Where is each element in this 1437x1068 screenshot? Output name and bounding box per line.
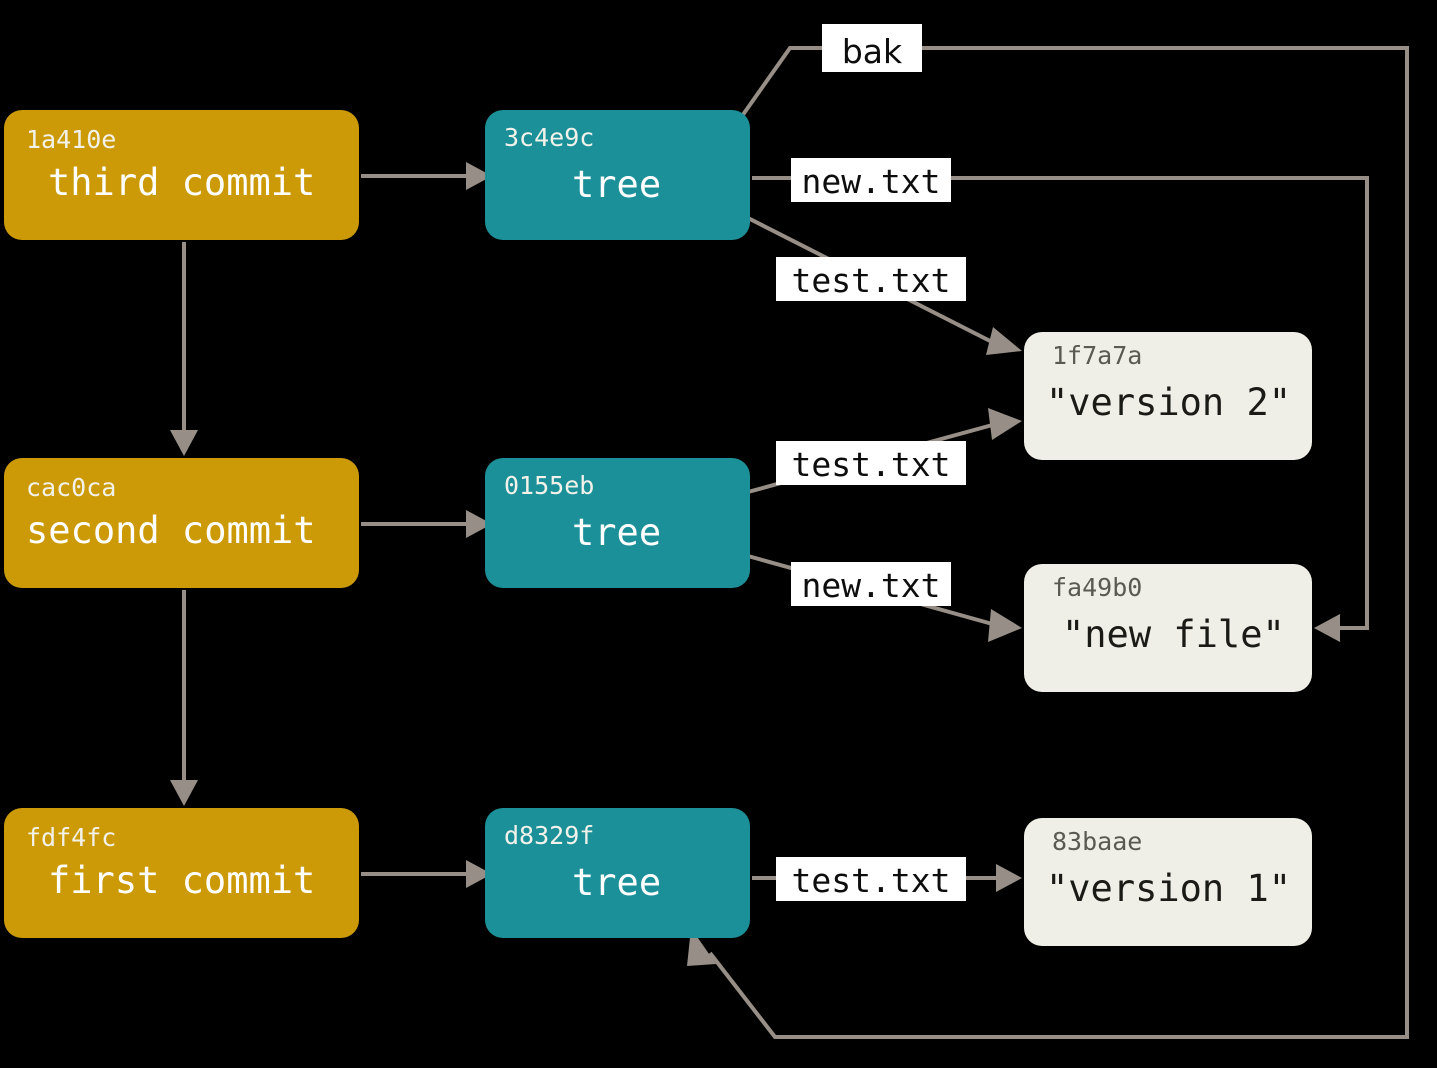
edge-tree3-newtxt-to-blob-new-file — [752, 176, 1369, 642]
tree-node-box — [485, 110, 750, 240]
blob-node-box — [1024, 332, 1312, 460]
commit-node-box — [4, 458, 359, 588]
edge-label-background — [776, 257, 966, 301]
edge-label-text: test.txt — [792, 861, 951, 900]
tree-label: tree — [572, 163, 661, 206]
edge-commit3-to-tree3 — [361, 162, 492, 190]
edge-commit2-to-tree2 — [361, 510, 492, 538]
tree-node-3c4e9c[interactable]: 3c4e9c tree — [485, 110, 750, 240]
blob-label: "version 2" — [1046, 381, 1291, 424]
edge-label-bak: bak — [822, 24, 922, 72]
edge-label-new-txt-from-tree3: new.txt — [791, 158, 951, 202]
blob-node-box — [1024, 564, 1312, 692]
edge-label-background — [791, 562, 951, 606]
edge-label-text: new.txt — [801, 162, 940, 201]
edge-commit2-to-commit1 — [170, 590, 198, 806]
tree-node-d8329f[interactable]: d8329f tree — [485, 808, 750, 938]
commit-label: first commit — [48, 859, 315, 902]
blob-hash: 83baae — [1052, 827, 1142, 856]
edge-label-text: test.txt — [792, 261, 951, 300]
edge-label-text: test.txt — [792, 445, 951, 484]
edge-label-test-txt-from-tree1: test.txt — [776, 857, 966, 901]
blob-hash: fa49b0 — [1052, 573, 1142, 602]
edge-label-new-txt-from-tree2: new.txt — [791, 562, 951, 606]
commit-label: second commit — [26, 509, 316, 552]
blob-node-1f7a7a[interactable]: 1f7a7a "version 2" — [1024, 332, 1312, 460]
tree-hash: d8329f — [504, 821, 594, 850]
commit-hash: cac0ca — [26, 473, 116, 502]
commit-node-cac0ca[interactable]: cac0ca second commit — [4, 458, 359, 588]
commit-hash: 1a410e — [26, 125, 116, 154]
edge-commit1-to-tree1 — [361, 860, 492, 888]
commit-hash: fdf4fc — [26, 823, 116, 852]
tree-node-box — [485, 808, 750, 938]
edge-label-text: new.txt — [801, 566, 940, 605]
commit-label: third commit — [48, 161, 315, 204]
tree-hash: 0155eb — [504, 471, 594, 500]
commit-node-box — [4, 110, 359, 240]
edge-label-background — [776, 857, 966, 901]
edge-label-background — [791, 158, 951, 202]
edge-label-test-txt-from-tree3: test.txt — [776, 257, 966, 301]
commit-node-fdf4fc[interactable]: fdf4fc first commit — [4, 808, 359, 938]
blob-node-box — [1024, 818, 1312, 946]
edge-commit3-to-commit2 — [170, 242, 198, 456]
edge-label-background — [822, 24, 922, 72]
blob-label: "version 1" — [1046, 867, 1291, 910]
tree-label: tree — [572, 511, 661, 554]
tree-hash: 3c4e9c — [504, 123, 594, 152]
tree-node-box — [485, 458, 750, 588]
commit-node-1a410e[interactable]: 1a410e third commit — [4, 110, 359, 240]
commit-node-box — [4, 808, 359, 938]
tree-node-0155eb[interactable]: 0155eb tree — [485, 458, 750, 588]
tree-label: tree — [572, 861, 661, 904]
edge-label-test-txt-from-tree2: test.txt — [776, 441, 966, 485]
blob-node-83baae[interactable]: 83baae "version 1" — [1024, 818, 1312, 946]
blob-label: "new file" — [1062, 613, 1285, 656]
blob-node-fa49b0[interactable]: fa49b0 "new file" — [1024, 564, 1312, 692]
edge-label-text: bak — [842, 32, 903, 71]
blob-hash: 1f7a7a — [1052, 341, 1142, 370]
edge-label-background — [776, 441, 966, 485]
